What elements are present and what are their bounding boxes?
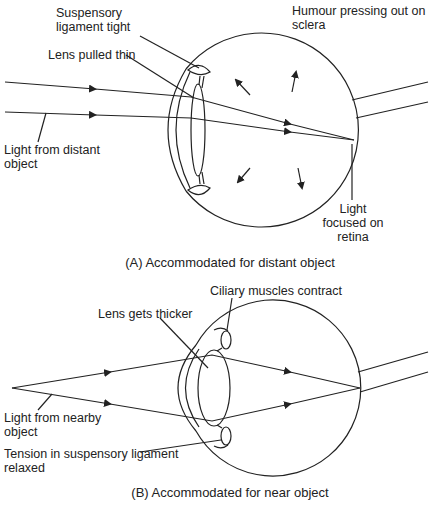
ciliary-body bbox=[214, 328, 228, 331]
suspensory-ligament bbox=[202, 76, 204, 88]
light-ray bbox=[95, 115, 290, 132]
light-ray bbox=[290, 132, 354, 140]
pressure-arrow bbox=[292, 72, 296, 92]
leader-line bbox=[38, 113, 46, 142]
part-label: Humour pressing out on sclera bbox=[292, 4, 427, 32]
optic-nerve bbox=[352, 82, 428, 100]
lens-thick bbox=[198, 350, 230, 426]
leader-line bbox=[160, 318, 208, 368]
part-label: Light focused on retina bbox=[318, 202, 388, 244]
cornea-inner bbox=[176, 72, 190, 188]
panel-caption: (B) Accommodated for near object bbox=[70, 486, 390, 500]
light-ray bbox=[5, 112, 95, 115]
leader-line bbox=[126, 55, 194, 98]
suspensory-ligament bbox=[217, 348, 222, 351]
pressure-arrow bbox=[236, 80, 250, 95]
ciliary-body bbox=[188, 65, 210, 74]
light-ray bbox=[12, 388, 110, 404]
ciliary-muscle bbox=[221, 331, 231, 349]
light-ray bbox=[5, 82, 95, 89]
suspensory-ligament bbox=[199, 76, 200, 85]
ciliary-muscle bbox=[221, 427, 231, 445]
suspensory-ligament bbox=[217, 425, 222, 428]
leader-line bbox=[38, 394, 52, 410]
part-label: Light from distant object bbox=[4, 143, 109, 171]
ciliary-body bbox=[188, 185, 210, 194]
part-label: Lens pulled thin bbox=[48, 48, 158, 62]
light-ray bbox=[290, 124, 354, 140]
pressure-arrow bbox=[298, 168, 302, 188]
ciliary-body bbox=[214, 445, 228, 448]
suspensory-ligament bbox=[199, 175, 200, 184]
part-label: Light from nearby object bbox=[4, 411, 114, 439]
pressure-arrow bbox=[238, 168, 250, 182]
light-ray bbox=[110, 355, 290, 372]
part-label: Suspensory ligament tight bbox=[56, 6, 156, 34]
leader-line bbox=[351, 144, 352, 200]
part-label: Ciliary muscles contract bbox=[210, 284, 410, 298]
suspensory-ligament bbox=[202, 172, 204, 184]
leader-line bbox=[140, 36, 199, 68]
optic-nerve bbox=[356, 102, 428, 118]
sclera-outline bbox=[196, 300, 361, 476]
optic-nerve bbox=[358, 352, 428, 372]
optic-nerve bbox=[360, 372, 428, 392]
light-ray bbox=[12, 372, 110, 388]
leader-line bbox=[227, 298, 232, 330]
panel-caption: (A) Accommodated for distant object bbox=[70, 256, 390, 270]
part-label: Lens gets thicker bbox=[98, 307, 228, 321]
light-ray bbox=[290, 388, 360, 404]
part-label: Tension in suspensory ligament relaxed bbox=[4, 447, 204, 475]
light-ray bbox=[290, 372, 360, 388]
cornea-inner bbox=[186, 349, 200, 427]
light-ray bbox=[110, 404, 290, 421]
